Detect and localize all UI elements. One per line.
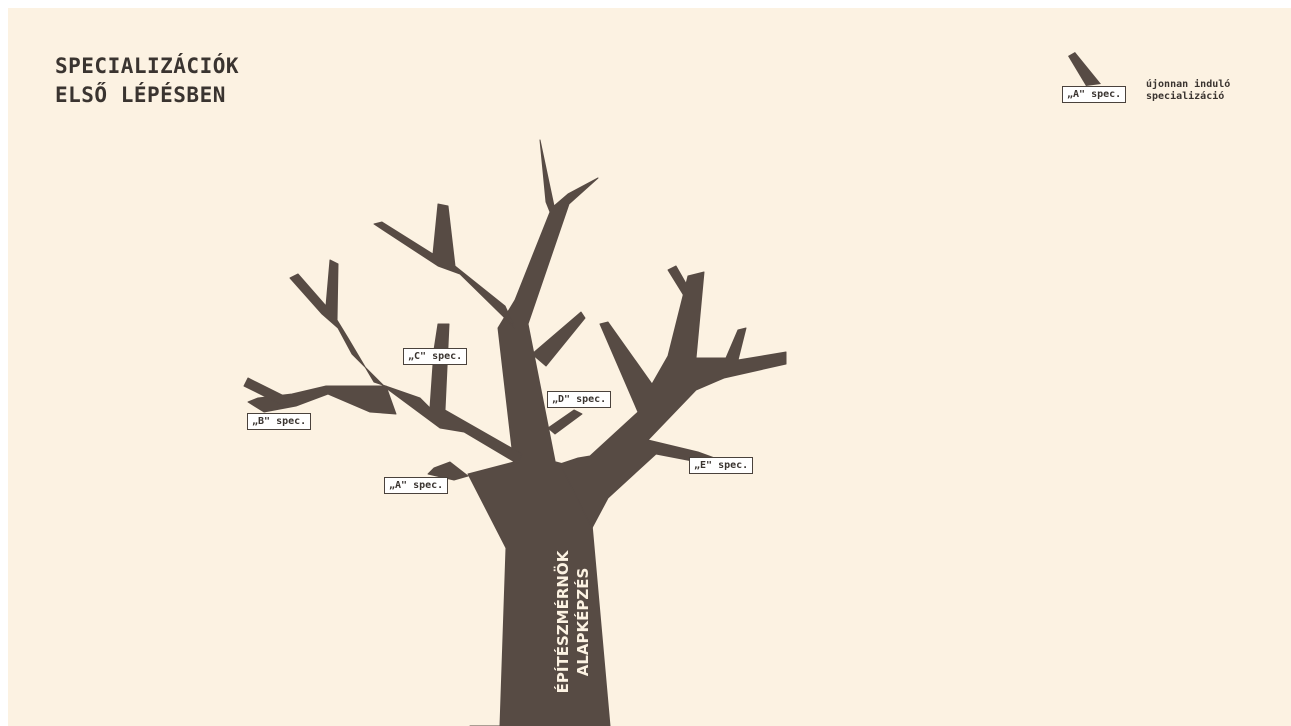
branch-center: [498, 140, 598, 466]
branch-d: [532, 312, 585, 366]
tag-spec-a: „A" spec.: [384, 477, 448, 494]
trunk-label-line-2: ALAPKÉPZÉS: [573, 551, 593, 694]
tag-spec-e: „E" spec.: [689, 457, 753, 474]
branch-d-stub: [548, 410, 582, 434]
tree-diagram: [8, 8, 1291, 726]
tag-spec-d: „D" spec.: [547, 391, 611, 408]
tag-spec-b: „B" spec.: [247, 413, 311, 430]
tag-spec-c: „C" spec.: [403, 348, 467, 365]
trunk-label: ÉPÍTÉSZMÉRNÖK ALAPKÉPZÉS: [553, 551, 593, 694]
diagram-canvas: SPECIALIZÁCIÓK ELSŐ LÉPÉSBEN „A" spec. ú…: [8, 8, 1291, 726]
trunk-label-line-1: ÉPÍTÉSZMÉRNÖK: [553, 551, 573, 694]
branch-upper-left: [374, 204, 515, 328]
